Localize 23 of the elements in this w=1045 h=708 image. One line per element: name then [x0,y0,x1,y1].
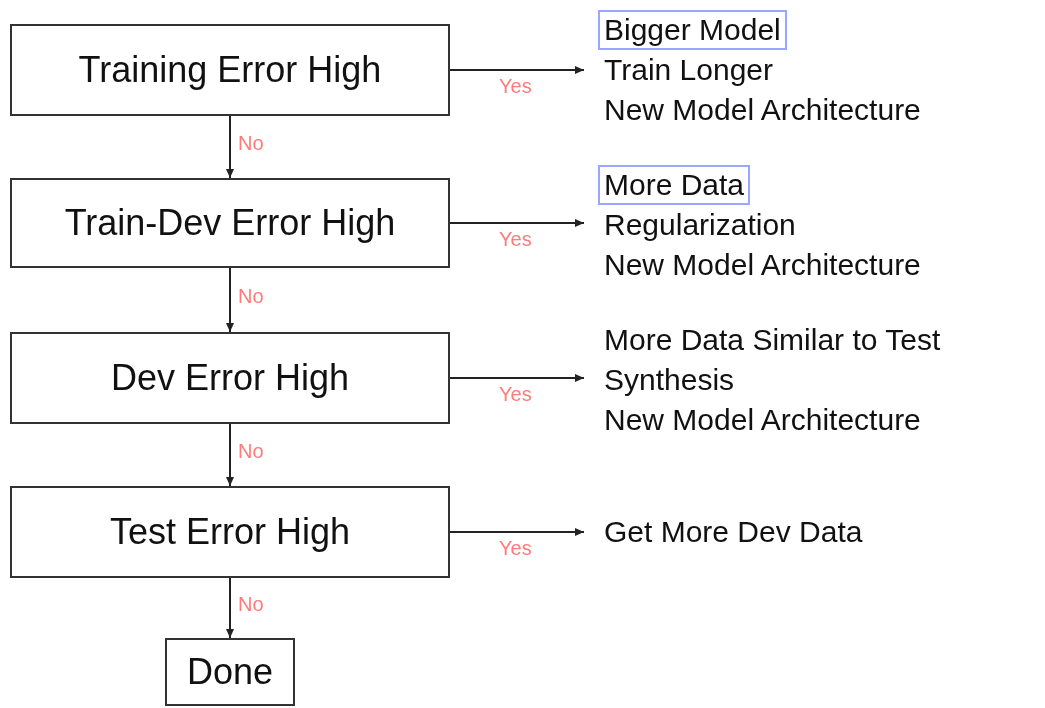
arrow [449,374,585,382]
decision-box: Dev Error High [10,332,450,424]
arrow [226,423,234,487]
decision-box: Done [165,638,295,706]
arrow [449,528,585,536]
highlight-box: Bigger Model [598,10,787,50]
arrow [449,66,585,74]
decision-box: Training Error High [10,24,450,116]
decision-box: Train-Dev Error High [10,178,450,268]
arrow [226,577,234,639]
remedy-text: Synthesis [604,362,736,398]
arrow [226,267,234,333]
remedy-text: More Data Similar to Test [604,322,941,358]
remedy-text: New Model Architecture [604,92,921,128]
highlight-box: More Data [598,165,751,205]
arrow [449,219,585,227]
remedy-text: New Model Architecture [604,247,921,283]
remedy-text: New Model Architecture [604,402,922,438]
remedy-text: Get More Dev Data [604,514,863,550]
decision-box: Test Error High [10,486,450,578]
remedy-text: Train Longer [604,52,774,88]
remedy-text: Regularization [604,207,797,243]
arrow [226,115,234,179]
